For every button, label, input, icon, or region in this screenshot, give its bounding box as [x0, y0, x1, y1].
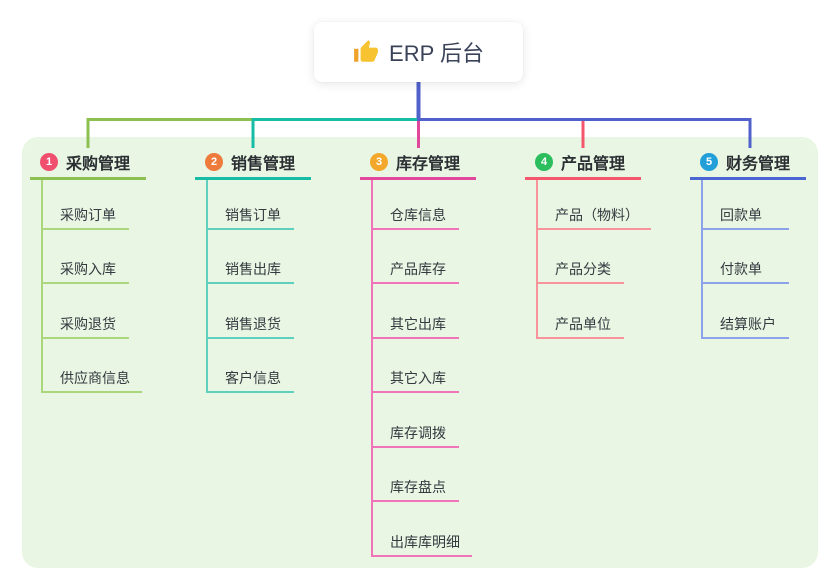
branch-number-badge: 4 [535, 153, 553, 171]
child-item-label: 客户信息 [225, 370, 281, 387]
child-item-label: 其它出库 [390, 315, 446, 332]
child-item[interactable]: 采购入库 [43, 230, 129, 284]
child-item[interactable]: 采购订单 [43, 180, 129, 230]
branch-column: 4 产品管理 产品（物料） 产品分类产品单位 [525, 147, 651, 339]
child-item[interactable]: 产品单位 [538, 284, 624, 339]
child-item[interactable]: 产品（物料） [538, 180, 651, 230]
child-item[interactable]: 库存调拨 [373, 393, 459, 448]
branch-column: 2 销售管理 销售订单销售出库销售退货客户信息 [195, 147, 311, 393]
branch-header[interactable]: 2 销售管理 [195, 147, 311, 180]
branch-number-badge: 3 [370, 153, 388, 171]
child-item-label: 库存调拨 [390, 424, 446, 441]
child-item[interactable]: 结算账户 [703, 284, 789, 339]
branch-column: 5 财务管理 回款单付款单结算账户 [690, 147, 806, 339]
child-item-label: 产品分类 [555, 261, 611, 278]
branch-title: 产品管理 [561, 156, 626, 173]
branch-column: 3 库存管理 仓库信息产品库存其它出库其它入库库存调拨库存盘点出库库明细 [360, 147, 476, 557]
root-title: ERP 后台 [389, 41, 484, 66]
branch-header[interactable]: 5 财务管理 [690, 147, 806, 180]
child-item[interactable]: 供应商信息 [43, 339, 142, 393]
child-item-label: 销售出库 [225, 261, 281, 278]
branch-number-badge: 5 [700, 153, 718, 171]
child-item-label: 销售订单 [225, 206, 281, 223]
branch-number-badge: 1 [40, 153, 58, 171]
child-item[interactable]: 销售退货 [208, 284, 294, 339]
child-item[interactable]: 仓库信息 [373, 180, 459, 230]
child-item[interactable]: 出库库明细 [373, 502, 472, 557]
branch-children: 产品（物料） 产品分类产品单位 [536, 180, 651, 339]
branch-title: 库存管理 [396, 156, 461, 173]
child-item[interactable]: 采购退货 [43, 284, 129, 339]
child-item[interactable]: 其它入库 [373, 339, 459, 393]
branches-panel: 1 采购管理 采购订单采购入库采购退货供应商信息 2 销售管理 销售订单销售出库… [22, 137, 818, 568]
child-item[interactable]: 回款单 [703, 180, 789, 230]
child-item-label: 其它入库 [390, 370, 446, 387]
child-item-label: 付款单 [720, 261, 762, 278]
branch-header[interactable]: 3 库存管理 [360, 147, 476, 180]
child-item[interactable]: 产品分类 [538, 230, 624, 284]
child-item-label: 采购订单 [60, 206, 116, 223]
child-item[interactable]: 其它出库 [373, 284, 459, 339]
branch-children: 仓库信息产品库存其它出库其它入库库存调拨库存盘点出库库明细 [371, 180, 476, 557]
child-item-label: 产品单位 [555, 315, 611, 332]
branch-header[interactable]: 4 产品管理 [525, 147, 641, 180]
child-item-label: 库存盘点 [390, 479, 446, 496]
child-item-label: 仓库信息 [390, 206, 446, 223]
branch-children: 销售订单销售出库销售退货客户信息 [206, 180, 311, 393]
child-item-label: 产品库存 [390, 261, 446, 278]
child-item-label: 结算账户 [720, 315, 776, 332]
child-item[interactable]: 销售出库 [208, 230, 294, 284]
child-item-label: 采购退货 [60, 315, 116, 332]
branch-title: 采购管理 [66, 156, 131, 173]
child-item[interactable]: 销售订单 [208, 180, 294, 230]
root-node[interactable]: ERP 后台 [314, 22, 523, 82]
child-item[interactable]: 产品库存 [373, 230, 459, 284]
child-item[interactable]: 付款单 [703, 230, 789, 284]
child-item-label: 回款单 [720, 206, 762, 223]
child-item-label: 产品（物料） [555, 206, 639, 223]
branch-number-badge: 2 [205, 153, 223, 171]
child-item[interactable]: 客户信息 [208, 339, 294, 393]
child-item-label: 供应商信息 [60, 370, 130, 387]
branch-children: 回款单付款单结算账户 [701, 180, 806, 339]
thumbs-up-icon [353, 39, 379, 65]
branch-column: 1 采购管理 采购订单采购入库采购退货供应商信息 [30, 147, 146, 393]
branch-title: 销售管理 [231, 156, 296, 173]
branch-children: 采购订单采购入库采购退货供应商信息 [41, 180, 146, 393]
child-item-label: 出库库明细 [390, 533, 460, 550]
child-item[interactable]: 库存盘点 [373, 448, 459, 502]
branch-header[interactable]: 1 采购管理 [30, 147, 146, 180]
branch-title: 财务管理 [726, 156, 791, 173]
child-item-label: 销售退货 [225, 315, 281, 332]
child-item-label: 采购入库 [60, 261, 116, 278]
